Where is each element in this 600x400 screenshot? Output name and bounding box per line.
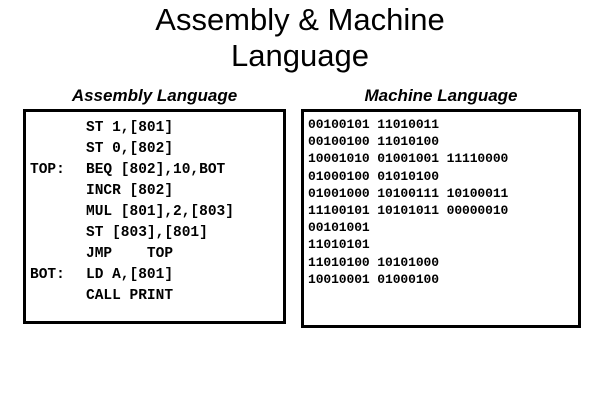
- machine-code-line: 01001000 10100111 10100011: [308, 185, 509, 201]
- page-title: Assembly & Machine Language: [155, 2, 445, 73]
- machine-code-line: 00100100 11010100: [308, 134, 439, 150]
- assembly-code-line: ST 0,[802]: [26, 139, 283, 160]
- assembly-line-instruction: ST [803],[801]: [86, 225, 208, 241]
- machine-code-line: 11010101: [308, 237, 370, 253]
- assembly-line-instruction: BEQ [802],10,BOT: [86, 162, 226, 178]
- assembly-line-instruction: INCR [802]: [86, 183, 174, 199]
- machine-code-line: 00100101 11010011: [308, 117, 439, 132]
- machine-code-line: 11100101 10101011 00000010: [308, 202, 509, 218]
- assembly-line-instruction: ST 1,[801]: [86, 120, 174, 136]
- assembly-line-instruction: CALL PRINT: [86, 288, 174, 304]
- assembly-line-instruction: MUL [801],2,[803]: [86, 204, 234, 220]
- assembly-line-label: BOT:: [30, 267, 65, 283]
- machine-code-line: 01000100 01010100: [308, 168, 439, 184]
- assembly-code-line: TOP: BEQ [802],10,BOT: [26, 160, 283, 181]
- assembly-column-header: Assembly Language: [71, 86, 238, 105]
- machine-code-line: 10001010 01001001 11110000: [308, 151, 509, 167]
- assembly-line-instruction: LD A,[801]: [86, 267, 174, 283]
- assembly-code-listing: ST 1,[801] ST 0,[802] TOP: BEQ [802],10,BOT…: [26, 118, 283, 307]
- assembly-code-line: ST 1,[801]: [26, 118, 283, 139]
- assembly-code-line: INCR [802]: [26, 181, 283, 202]
- machine-code-line: 10010001 01000100: [308, 271, 439, 287]
- machine-code-line: 11010100 10101000: [308, 254, 439, 270]
- assembly-code-line: JMP TOP: [26, 244, 283, 265]
- assembly-line-instruction: JMP TOP: [86, 246, 174, 262]
- assembly-code-line: CALL PRINT: [26, 286, 283, 307]
- assembly-code-line: MUL [801],2,[803]: [26, 202, 283, 223]
- assembly-code-line: BOT: LD A,[801]: [26, 265, 283, 286]
- assembly-line-label: TOP:: [30, 162, 65, 178]
- machine-column-header: Machine Language: [364, 86, 518, 105]
- assembly-line-instruction: ST 0,[802]: [86, 141, 174, 157]
- assembly-code-line: ST [803],[801]: [26, 223, 283, 244]
- machine-code-line: 00101001: [308, 220, 370, 236]
- assembly-code-box: ST 1,[801] ST 0,[802] TOP: BEQ [802],10,BOT…: [23, 109, 286, 324]
